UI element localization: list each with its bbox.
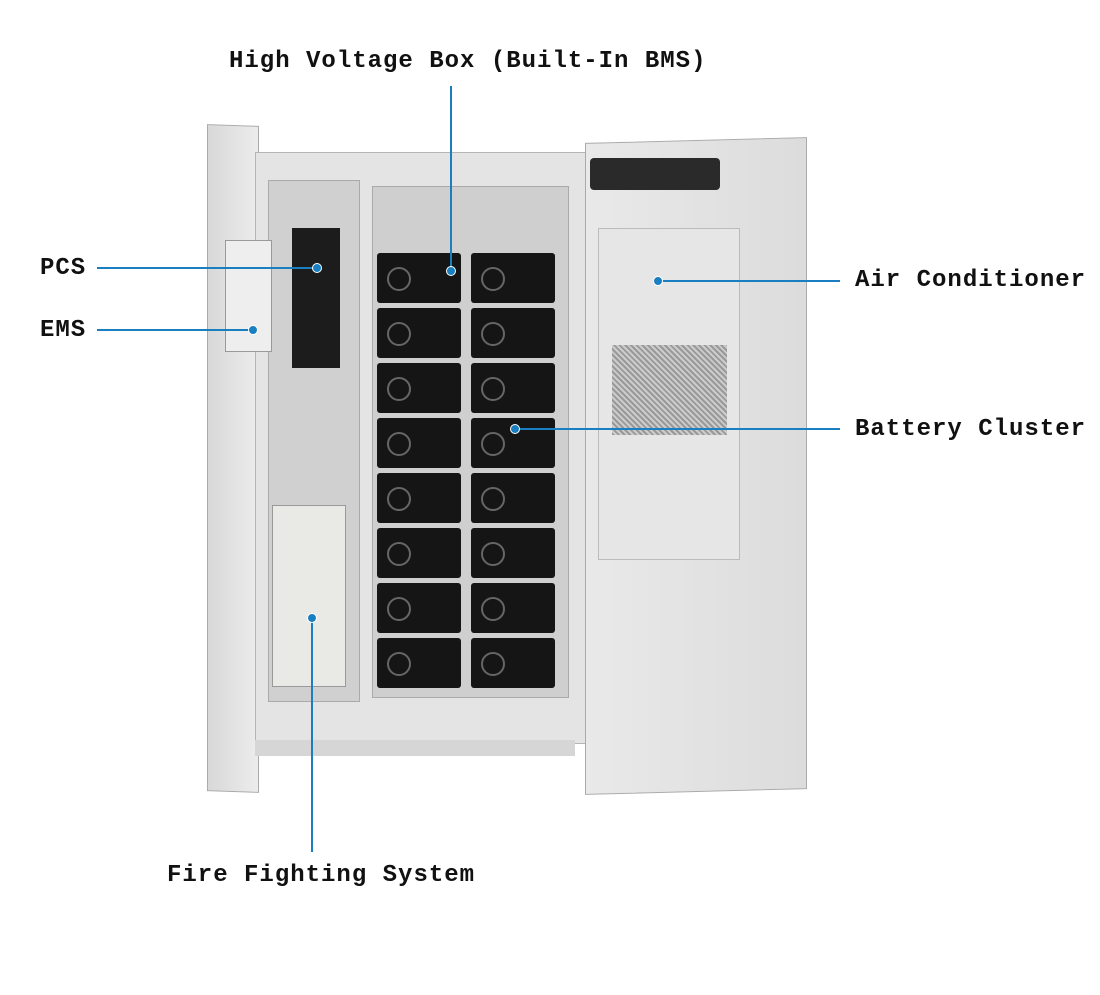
- pcs-unit: [292, 228, 340, 368]
- label-fire-fighting-system: Fire Fighting System: [167, 862, 476, 889]
- battery-module: [377, 528, 461, 578]
- leader-battery-cluster: [514, 428, 840, 430]
- air-conditioner-grille: [612, 345, 727, 435]
- battery-module: [377, 308, 461, 358]
- leader-fire-fighting-system: [311, 617, 313, 852]
- battery-module: [377, 418, 461, 468]
- battery-module: [377, 363, 461, 413]
- fire-fighting-unit: [272, 505, 346, 687]
- battery-module: [377, 583, 461, 633]
- leader-high-voltage-box: [450, 86, 452, 270]
- battery-module: [471, 583, 555, 633]
- marker-fire-fighting-system: [307, 613, 317, 623]
- battery-module: [471, 528, 555, 578]
- label-battery-cluster: Battery Cluster: [855, 416, 1087, 443]
- battery-module: [471, 363, 555, 413]
- ems-unit: [225, 240, 272, 352]
- label-high-voltage-box: High Voltage Box (Built-In BMS): [229, 48, 707, 75]
- battery-bay: [372, 186, 569, 698]
- battery-module: [377, 473, 461, 523]
- leader-ems: [97, 329, 252, 331]
- battery-module: [471, 253, 555, 303]
- battery-module: [471, 638, 555, 688]
- leader-air-conditioner: [657, 280, 840, 282]
- marker-air-conditioner: [653, 276, 663, 286]
- battery-module: [471, 418, 555, 468]
- left-door: [207, 124, 259, 793]
- marker-pcs: [312, 263, 322, 273]
- air-conditioner-vent: [590, 158, 720, 190]
- battery-module: [377, 638, 461, 688]
- marker-battery-cluster: [510, 424, 520, 434]
- marker-high-voltage-box: [446, 266, 456, 276]
- label-air-conditioner: Air Conditioner: [855, 267, 1087, 294]
- battery-module: [377, 253, 461, 303]
- battery-module: [471, 308, 555, 358]
- leader-pcs: [97, 267, 316, 269]
- label-ems: EMS: [40, 317, 87, 344]
- label-pcs: PCS: [40, 255, 87, 282]
- battery-module: [471, 473, 555, 523]
- marker-ems: [248, 325, 258, 335]
- cabinet-feet: [255, 740, 575, 756]
